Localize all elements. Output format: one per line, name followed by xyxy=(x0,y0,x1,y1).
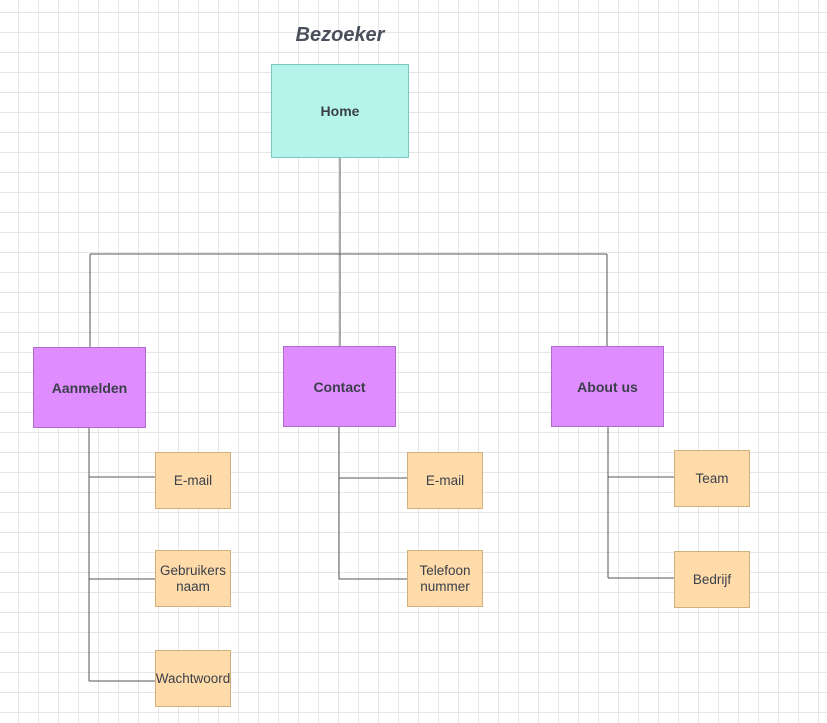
node-about-team[interactable]: Team xyxy=(674,450,750,507)
node-contact[interactable]: Contact xyxy=(283,346,396,427)
node-aanmelden-gebruikersnaam[interactable]: Gebruikers naam xyxy=(155,550,231,607)
node-aanmelden[interactable]: Aanmelden xyxy=(33,347,146,428)
node-about-us[interactable]: About us xyxy=(551,346,664,427)
node-contact-telefoonnummer[interactable]: Telefoon nummer xyxy=(407,550,483,607)
node-aanmelden-email[interactable]: E-mail xyxy=(155,452,231,509)
node-aanmelden-wachtwoord[interactable]: Wachtwoord xyxy=(155,650,231,707)
node-home[interactable]: Home xyxy=(271,64,409,158)
node-about-bedrijf[interactable]: Bedrijf xyxy=(674,551,750,608)
node-contact-email[interactable]: E-mail xyxy=(407,452,483,509)
diagram-title: Bezoeker xyxy=(295,24,385,46)
